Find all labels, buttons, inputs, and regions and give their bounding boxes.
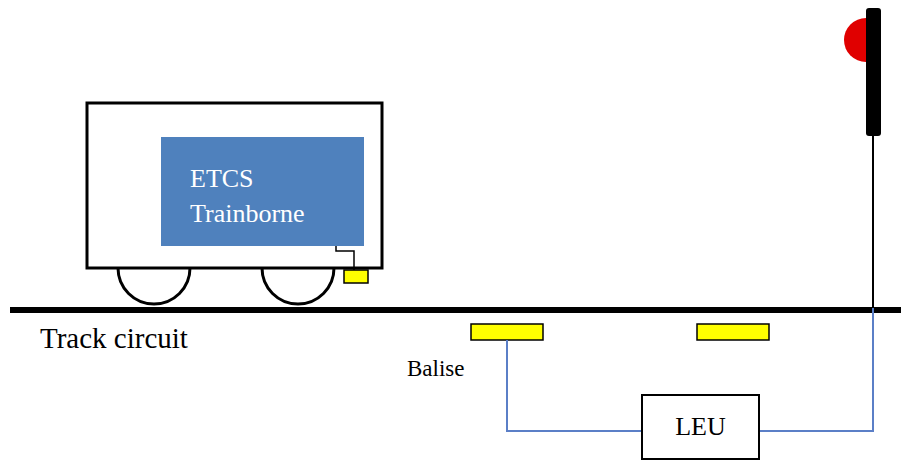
train-body <box>87 103 382 268</box>
wheel <box>118 268 190 304</box>
balise <box>697 324 769 340</box>
signal-lamp <box>844 18 866 62</box>
wheel <box>262 268 334 304</box>
train-antenna <box>344 270 368 283</box>
balise <box>471 324 543 340</box>
track-label: Track circuit <box>40 321 188 356</box>
balise-wire <box>507 340 641 431</box>
etcs-box: ETCS Trainborne <box>161 137 364 246</box>
balise-label: Balise <box>407 355 465 383</box>
node-text: ETCS Trainborne <box>190 161 330 231</box>
leu-box: LEU <box>641 394 760 460</box>
signal-wire <box>760 296 873 431</box>
track <box>10 307 901 313</box>
signal-head <box>866 8 881 136</box>
node-text: LEU <box>675 409 726 444</box>
signal-pole <box>872 130 874 308</box>
